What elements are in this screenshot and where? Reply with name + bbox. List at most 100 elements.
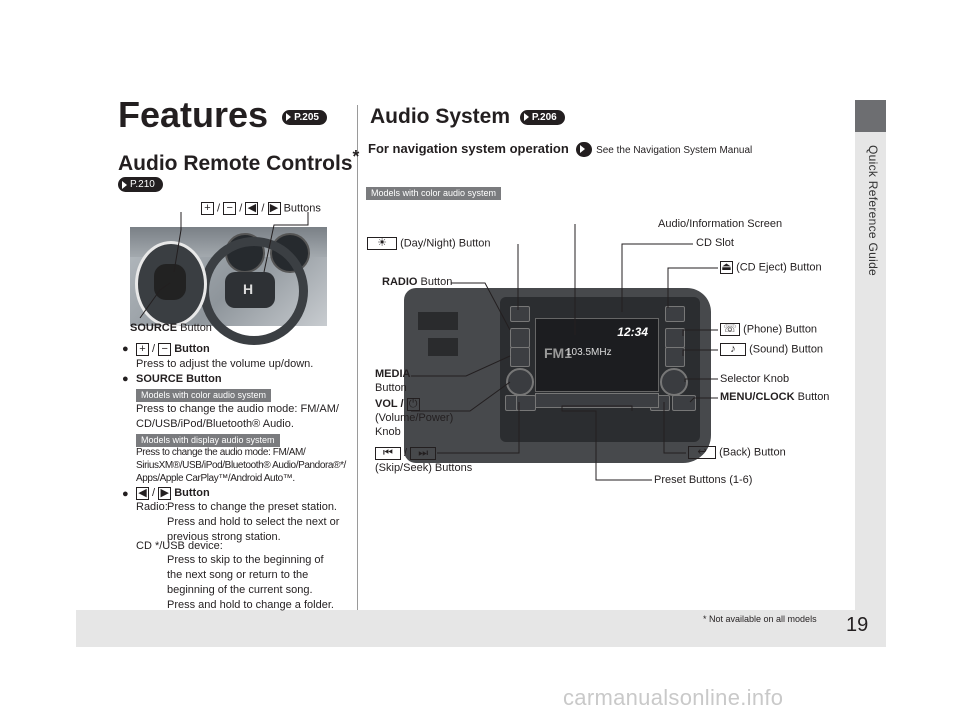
power-icon: ⏻ [406,397,420,411]
display-desc-2: SiriusXM®/USB/iPod/Bluetooth® Audio/Pand… [136,460,346,471]
media-button[interactable] [510,347,530,367]
sidebar-tab [855,100,886,132]
cd-desc-2: the next song or return to the [167,569,309,581]
screen-band: FM1 [544,345,572,361]
minus-icon: − [158,342,172,356]
vol-desc: Press to adjust the volume up/down. [136,358,314,370]
audio-information-screen: 12:34 FM1 103.5MHz [535,318,659,392]
day-night-text: (Day/Night) Button [400,237,491,250]
right-triangle-icon: ▶ [158,486,172,500]
page-ref-link[interactable]: P.205 [282,109,327,125]
page-title-text: Features [118,94,269,135]
preset-buttons[interactable] [535,393,659,408]
right-triangle-icon: ▶ [267,202,281,215]
bullet-1: ● [122,343,129,355]
left-triangle-icon: ◀ [245,202,259,215]
phone-text: (Phone) Button [743,323,818,336]
display-desc-1: Press to change the audio mode: FM/AM/ [136,447,306,458]
callout-phone: ☏ (Phone) Button [720,323,817,336]
audio-ref-link[interactable]: P.206 [519,109,565,125]
section-title-text: Audio Remote Controls [118,152,353,175]
callout-selector: Selector Knob [720,373,790,385]
source-heading: SOURCE Button [136,373,222,385]
left-triangle-icon: ◀ [136,486,149,500]
cd-eject-button[interactable] [665,306,685,322]
menu-suffix: Button [797,391,830,403]
radio-label: Radio: [136,501,168,513]
cd-label: CD */USB device: [136,540,223,552]
steering-wheel-photo: H [130,227,327,345]
vent [418,312,458,330]
screen-frequency: 103.5MHz [566,347,612,358]
skip-item: ◀ / ▶ Button [136,486,210,501]
color-audio-tag: Models with color audio system [136,389,272,402]
skip-forward-icon: ⏭ [410,446,437,460]
display-desc-3: Apps/Apple CarPlay™/Android Auto™. [136,473,295,484]
radio-desc-3: previous strong station. [167,531,281,543]
vol-desc: (Volume/Power) [375,412,454,424]
plus-icon: + [136,342,149,356]
menu-clock-button[interactable] [672,395,696,411]
cd-desc-4: Press and hold to change a folder. [167,599,334,611]
remote-ref-wrap: P.210 [118,176,163,194]
media-suffix: Button [375,382,407,394]
sidebar-label: Quick Reference Guide [866,145,880,277]
source-label: SOURCE [130,322,178,334]
radio-text: RADIO [382,276,418,288]
audio-system-title: Audio System P.206 [370,105,565,129]
column-divider [357,105,358,610]
cd-desc: Press to skip to the beginning of the ne… [167,553,334,613]
cd-desc-3: beginning of the current song. [167,584,313,596]
menu-text: MENU/CLOCK [720,391,795,403]
arrow-icon [580,145,586,154]
arrow-icon [523,113,529,122]
honda-logo: H [243,281,254,297]
arrow-icon [122,180,127,189]
radio-desc-1: Press to change the preset station. [167,501,337,513]
skip-back-icon: ⏮ [375,446,401,460]
day-night-button[interactable] [510,306,530,322]
sound-button[interactable] [665,347,685,367]
section-title-remote: Audio Remote Controls* [118,146,359,176]
color-desc: Press to change the audio mode: FM/AM/ C… [136,403,339,430]
remote-pad [154,264,186,300]
arrow-icon [286,113,292,122]
bullet-3: ● [122,488,129,500]
plus-icon: + [201,202,214,215]
asterisk: * [352,146,360,166]
vol-knob-text: Knob [375,426,401,438]
callout-menu: MENU/CLOCK Button [720,391,829,403]
radio-suffix: Button [420,276,453,288]
sound-text: (Sound) Button [749,343,824,356]
watermark: carmanualsonline.info [563,685,784,710]
nav-note: See the Navigation System Manual [596,145,753,156]
footer [76,610,886,647]
minus-icon: − [223,202,237,215]
buttons-callout: + / − / ◀ / ▶ Buttons [201,202,321,215]
vol-text: VOL / [375,398,404,410]
display-desc: Press to change the audio mode: FM/AM/ S… [136,446,346,485]
media-text: MEDIA [375,368,411,380]
volume-power-knob[interactable] [506,368,534,396]
back-icon: ↩ [688,446,716,459]
nav-heading: For navigation system operation See the … [368,141,753,158]
callout-cd-eject: ⏏ (CD Eject) Button [720,261,822,274]
remote-ref-link[interactable]: P.210 [118,177,163,193]
nav-ref-icon[interactable] [576,142,593,158]
bullet-2: ● [122,373,129,385]
footnote: * Not available on all models [703,614,817,624]
callout-radio: RADIO Button [382,276,452,288]
selector-knob[interactable] [660,368,688,396]
source-suffix: Button [180,322,212,334]
skip-text: (Skip/Seek) Buttons [375,462,473,474]
audio-title-text: Audio System [370,105,511,128]
callout-cd-slot: CD Slot [696,237,734,249]
callout-media: MEDIA Button [375,367,410,395]
audio-ref-text: P.206 [531,111,557,123]
page-number: 19 [846,614,869,636]
phone-icon: ☏ [720,323,740,336]
vol-item: + / − Button Press to adjust the volume … [136,342,314,370]
cd-eject-text: (CD Eject) Button [736,261,822,274]
callout-audio-screen: Audio/Information Screen [658,218,783,230]
control-inset [135,241,207,327]
